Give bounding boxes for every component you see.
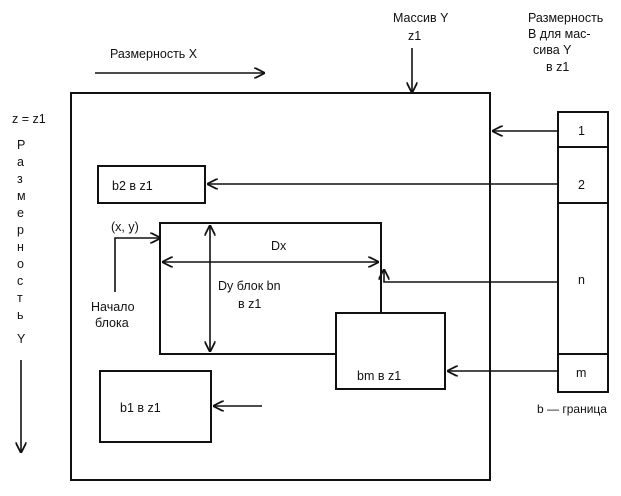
border-column: 1 2 n m xyxy=(557,111,609,393)
dim-y-char-4: м xyxy=(17,189,26,203)
label-massive-y: Массив Y xyxy=(393,11,449,25)
dy-line-2: в z1 xyxy=(238,297,261,311)
dim-y-char-1: Р xyxy=(17,138,25,152)
label-block-start: Начало блока xyxy=(91,300,135,330)
dim-y-char-12: Y xyxy=(17,332,26,346)
border-column-frame xyxy=(557,111,609,393)
label-xy: (x, y) xyxy=(111,220,139,234)
dim-y-char-6: р xyxy=(17,223,24,237)
block-b2-label: b2 в z1 xyxy=(112,179,153,193)
dim-b-line-2: B для мас- xyxy=(528,27,591,41)
label-dimension-y: Р а з м е р н о с т ь Y xyxy=(17,138,26,346)
block-start-line-2: блока xyxy=(95,316,129,330)
block-bm xyxy=(335,312,446,390)
dim-y-char-5: е xyxy=(17,206,24,220)
dim-b-line-4: в z1 xyxy=(546,60,569,74)
dim-y-char-9: с xyxy=(17,274,23,288)
label-dx: Dx xyxy=(271,239,287,253)
label-dimension-x: Размерность X xyxy=(110,47,198,61)
block-b1-label: b1 в z1 xyxy=(120,401,161,415)
dim-y-char-2: а xyxy=(17,155,24,169)
block-bn xyxy=(159,222,382,355)
block-start-line-1: Начало xyxy=(91,300,135,314)
block-b1 xyxy=(99,370,212,443)
label-dy: Dy блок bn в z1 xyxy=(218,279,281,311)
array-y-box xyxy=(70,92,491,481)
cell-n-arrow xyxy=(384,270,558,283)
dim-y-char-7: н xyxy=(17,240,24,254)
dim-y-char-8: о xyxy=(17,257,24,271)
dim-y-char-10: т xyxy=(17,291,23,305)
dim-b-line-1: Размерность xyxy=(528,11,603,25)
dim-y-char-11: ь xyxy=(17,308,24,322)
dy-line-1: Dy блок bn xyxy=(218,279,281,293)
cell-n-label: n xyxy=(578,273,585,287)
block-b2 xyxy=(97,165,206,204)
label-dimension-b: Размерность B для мас- сива Y в z1 xyxy=(528,11,603,74)
label-z-eq: z = z1 xyxy=(12,112,46,126)
cell-1-label: 1 xyxy=(578,124,585,138)
label-b-border: b — граница xyxy=(537,402,607,416)
block-start-arrow xyxy=(114,238,160,292)
label-massive-y-z: z1 xyxy=(408,29,421,43)
cell-2-label: 2 xyxy=(578,178,585,192)
cell-m-label: m xyxy=(576,366,586,380)
dim-y-char-3: з xyxy=(17,172,23,186)
dim-b-line-3: сива Y xyxy=(533,43,572,57)
block-bm-label: bm в z1 xyxy=(357,369,401,383)
